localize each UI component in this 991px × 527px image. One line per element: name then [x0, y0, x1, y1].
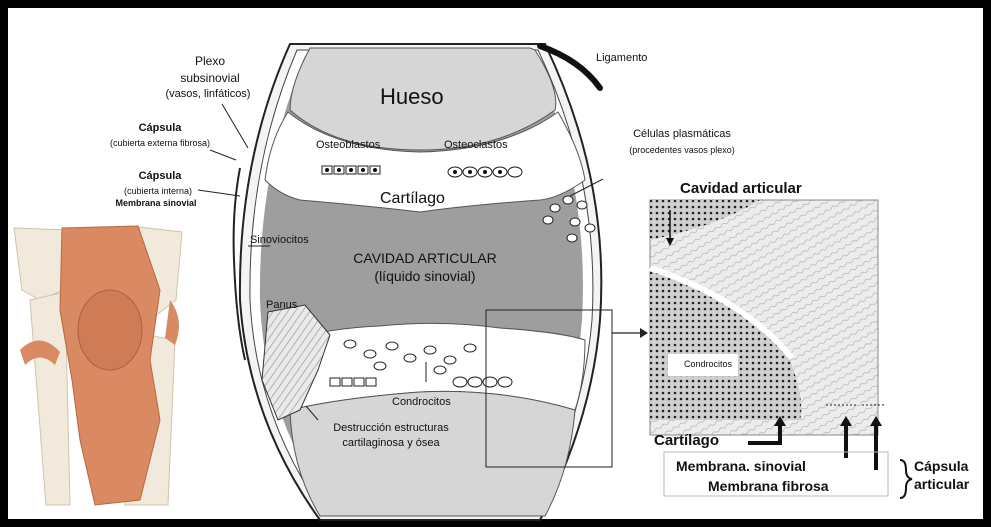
label-plexo: Plexo [168, 55, 252, 69]
label-micro-membrana-sinovial: Membrana. sinovial [676, 458, 806, 474]
label-capsula-interna: Cápsula [100, 170, 220, 183]
label-osteoblastos: Osteoblastos [316, 139, 380, 152]
label-destruccion-1: Destrucción estructuras [316, 422, 466, 435]
label-micro-condrocitos: Condrocitos [684, 359, 732, 369]
label-cartilago-top: Cartílago [380, 190, 445, 208]
label-celulas-plasmaticas: Células plasmáticas [598, 128, 766, 141]
label-micro-cartilago: Cartílago [654, 432, 719, 449]
micrograph [650, 200, 912, 498]
label-capsula-interna-sub: (cubierta interna) [92, 186, 224, 196]
label-panus: Panus [266, 299, 297, 312]
label-ligamento: Ligamento [596, 52, 647, 65]
label-osteoclastos: Osteoclastos [444, 139, 508, 152]
label-vasos-linfaticos: (vasos, linfáticos) [148, 88, 268, 101]
label-micro-cavidad-articular: Cavidad articular [680, 180, 802, 197]
label-capsula-articular-1: Cápsula [914, 458, 968, 474]
label-micro-membrana-fibrosa: Membrana fibrosa [708, 478, 829, 494]
label-membrana-sinovial: Membrana sinovial [86, 198, 226, 208]
label-capsula-articular-2: articular [914, 476, 969, 492]
label-celulas-plasmaticas-sub: (procedentes vasos plexo) [598, 145, 766, 155]
label-capsula-externa-sub: (cubierta externa fibrosa) [82, 138, 238, 148]
label-destruccion-2: cartilaginosa y ósea [316, 437, 466, 450]
label-hueso: Hueso [380, 84, 444, 109]
label-liquido-sinovial: (líquido sinovial) [340, 268, 510, 284]
label-subsinovial: subsinovial [160, 72, 260, 86]
knee-model-illustration [14, 226, 182, 505]
label-condrocitos: Condrocitos [392, 396, 451, 409]
label-capsula-externa: Cápsula [100, 122, 220, 135]
label-sinoviocitos: Sinoviocitos [250, 234, 309, 247]
label-cavidad-articular: CAVIDAD ARTICULAR [330, 250, 520, 266]
